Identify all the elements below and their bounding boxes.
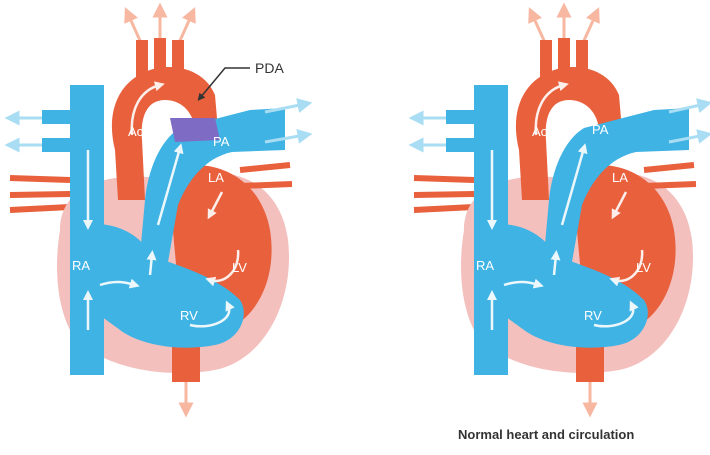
- label-ra: RA: [72, 258, 90, 273]
- label-la: LA: [612, 170, 628, 185]
- label-pa: PA: [592, 122, 609, 137]
- pulmonary-vein-stubs: [10, 178, 70, 210]
- label-la: LA: [208, 170, 224, 185]
- vena-cava-branches: [446, 110, 476, 152]
- normal-heart-caption: Normal heart and circulation: [458, 427, 710, 442]
- label-pa: PA: [213, 134, 230, 149]
- label-ao: Ao: [532, 124, 548, 139]
- normal-heart-panel: Ao PA LA LV RA RV: [414, 10, 705, 410]
- label-ao: Ao: [128, 124, 144, 139]
- label-rv: RV: [584, 308, 602, 323]
- pulmonary-vein-stubs: [414, 178, 474, 210]
- aortic-arch-branches: [136, 38, 184, 78]
- right-pulmonary-veins: [240, 165, 292, 186]
- label-lv: LV: [636, 260, 651, 275]
- vena-cava-branches: [42, 110, 72, 152]
- label-rv: RV: [180, 308, 198, 323]
- label-ra: RA: [476, 258, 494, 273]
- right-pulmonary-veins: [644, 165, 696, 186]
- label-lv: LV: [232, 260, 247, 275]
- pda-heart-panel: PDA Ao PA LA LV RA RV: [10, 10, 305, 410]
- aortic-arch-branches: [540, 38, 588, 78]
- label-pda: PDA: [255, 60, 284, 76]
